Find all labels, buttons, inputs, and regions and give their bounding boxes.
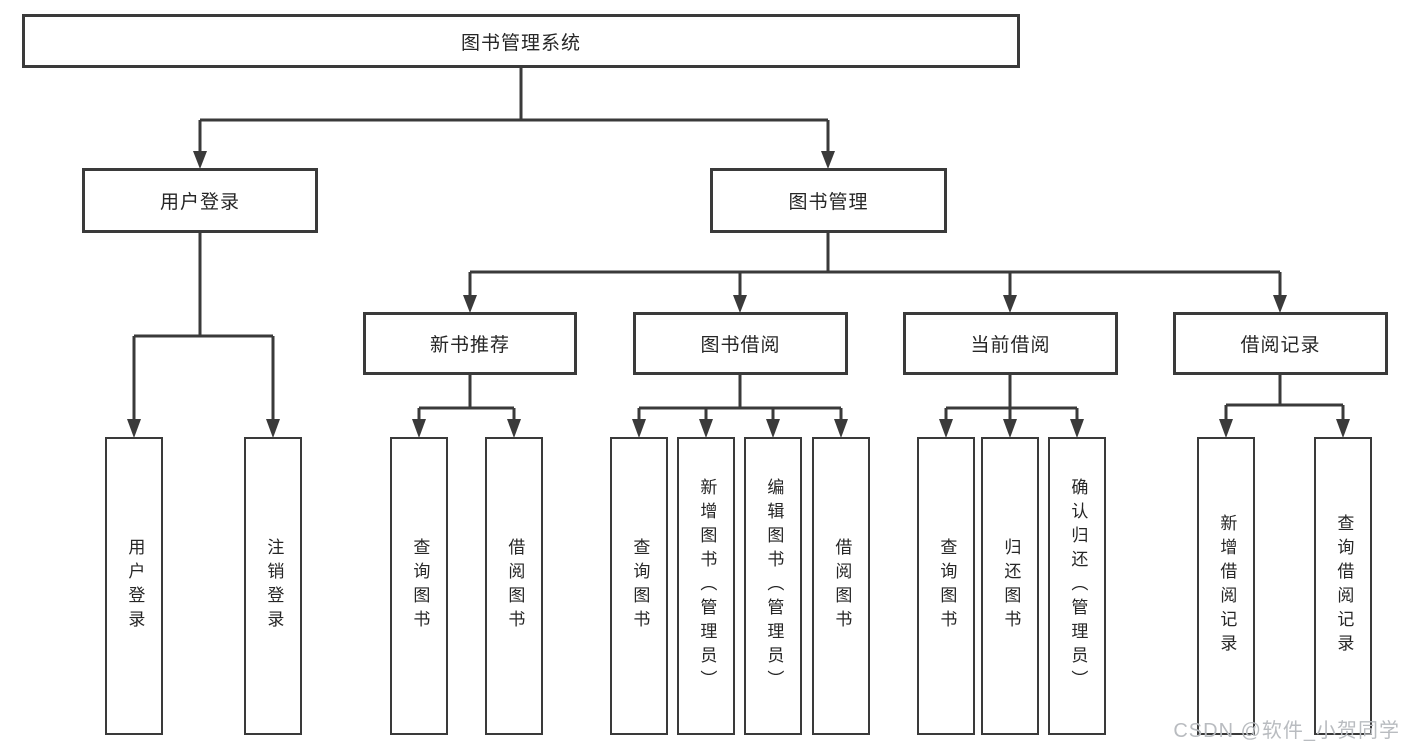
leaf-newbook-query-book: 查询图书 [390,437,448,735]
leaf-user-login-label: 用户登录 [125,538,145,634]
leaf-add-borrow-record-label: 新增借阅记录 [1217,514,1237,658]
leaf-current-query-book-label: 查询图书 [937,538,957,634]
leaf-logout-label: 注销登录 [264,538,284,634]
node-book-borrow-label: 图书借阅 [700,335,781,356]
node-current-borrow-label: 当前借阅 [970,335,1051,356]
node-borrow-records: 借阅记录 [1173,312,1388,375]
leaf-user-login: 用户登录 [105,437,163,735]
leaf-add-book-admin-label: 新增图书（管理员） [697,478,717,694]
leaf-newbook-borrow-book: 借阅图书 [485,437,543,735]
leaf-query-borrow-record: 查询借阅记录 [1314,437,1372,735]
leaf-current-query-book: 查询图书 [917,437,975,735]
leaf-newbook-borrow-book-label: 借阅图书 [505,538,525,634]
leaf-borrow-book: 借阅图书 [812,437,870,735]
node-root-library-system: 图书管理系统 [22,14,1020,68]
leaf-return-book-label: 归还图书 [1001,538,1021,634]
leaf-return-book: 归还图书 [981,437,1039,735]
node-borrow-records-label: 借阅记录 [1240,335,1321,356]
node-root-label: 图书管理系统 [460,32,581,54]
leaf-logout: 注销登录 [244,437,302,735]
node-new-book-recommend-label: 新书推荐 [429,335,510,356]
leaf-confirm-return-admin: 确认归还（管理员） [1048,437,1106,735]
leaf-borrow-query-book: 查询图书 [610,437,668,735]
node-user-login: 用户登录 [82,168,318,233]
csdn-watermark: CSDN @软件_小贺同学 [1173,720,1400,742]
node-book-management: 图书管理 [710,168,947,233]
leaf-add-borrow-record: 新增借阅记录 [1197,437,1255,735]
node-user-login-label: 用户登录 [159,192,240,213]
node-book-management-label: 图书管理 [788,192,869,213]
leaf-query-borrow-record-label: 查询借阅记录 [1334,514,1354,658]
node-current-borrow: 当前借阅 [903,312,1118,375]
leaf-newbook-query-book-label: 查询图书 [410,538,430,634]
node-book-borrow: 图书借阅 [633,312,848,375]
leaf-borrow-query-book-label: 查询图书 [630,538,650,634]
leaf-edit-book-admin-label: 编辑图书（管理员） [764,478,784,694]
node-new-book-recommend: 新书推荐 [363,312,577,375]
leaf-add-book-admin: 新增图书（管理员） [677,437,735,735]
leaf-borrow-book-label: 借阅图书 [832,538,852,634]
leaf-confirm-return-admin-label: 确认归还（管理员） [1068,478,1088,694]
leaf-edit-book-admin: 编辑图书（管理员） [744,437,802,735]
